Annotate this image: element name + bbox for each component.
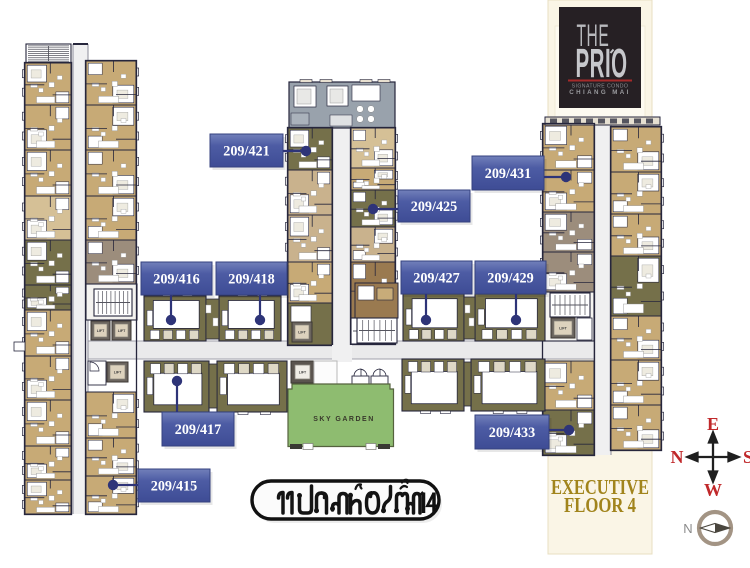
svg-text:SIGNATURE CONDO: SIGNATURE CONDO <box>572 84 629 90</box>
svg-text:N: N <box>671 447 684 467</box>
svg-text:209/416: 209/416 <box>153 272 200 288</box>
svg-text:CHIANG MAI: CHIANG MAI <box>569 89 630 96</box>
svg-text:209/421: 209/421 <box>223 144 270 160</box>
svg-text:LIFT: LIFT <box>559 327 567 331</box>
svg-text:209/417: 209/417 <box>175 422 222 438</box>
svg-text:PRIO: PRIO <box>576 40 628 86</box>
svg-text:LIFT: LIFT <box>299 371 307 375</box>
svg-text:209/429: 209/429 <box>487 271 534 287</box>
svg-text:FLOOR 4: FLOOR 4 <box>564 493 636 517</box>
svg-text:S: S <box>743 447 750 467</box>
svg-text:SKY GARDEN: SKY GARDEN <box>313 416 375 423</box>
svg-text:E: E <box>707 414 719 434</box>
svg-text:LIFT: LIFT <box>97 329 105 333</box>
svg-text:209/431: 209/431 <box>485 166 532 182</box>
svg-text:N: N <box>683 521 692 536</box>
svg-text:209/425: 209/425 <box>411 199 458 215</box>
svg-text:LIFT: LIFT <box>114 371 122 375</box>
svg-text:LIFT: LIFT <box>298 331 306 335</box>
svg-text:209/427: 209/427 <box>413 271 460 287</box>
svg-text:EXECUTIVE: EXECUTIVE <box>551 475 649 499</box>
svg-text:THE: THE <box>577 19 610 53</box>
svg-text:LIFT: LIFT <box>118 329 126 333</box>
svg-text:209/418: 209/418 <box>228 272 275 288</box>
svg-text:209/433: 209/433 <box>489 425 536 441</box>
svg-text:209/415: 209/415 <box>151 479 198 495</box>
svg-text:W: W <box>704 480 722 500</box>
